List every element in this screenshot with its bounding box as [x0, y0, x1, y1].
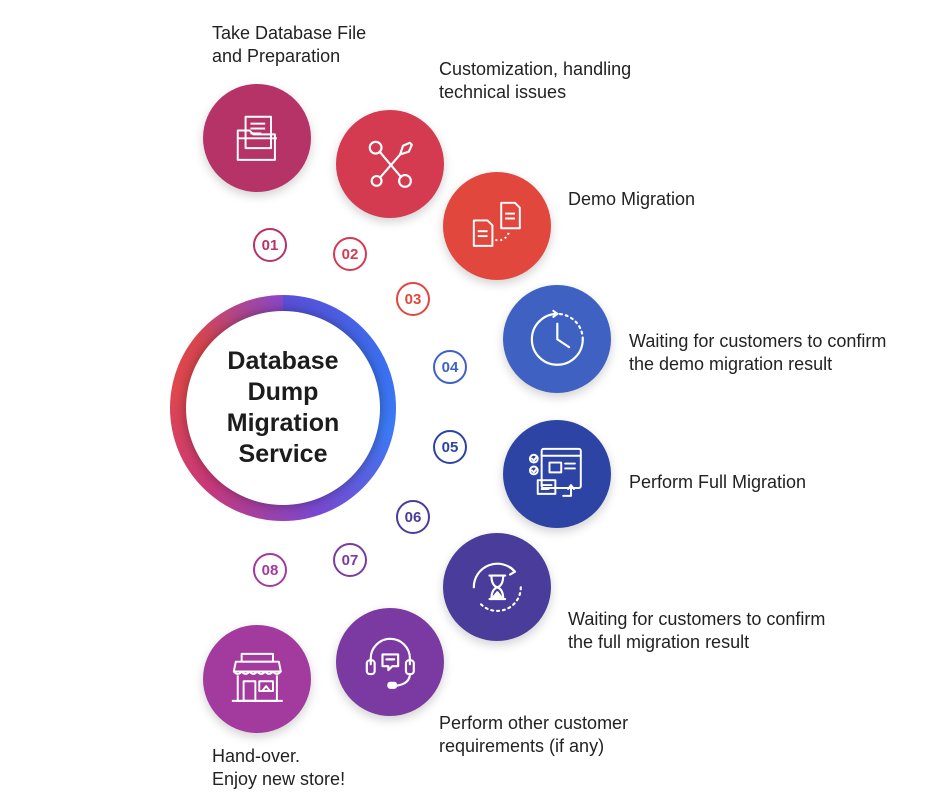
step-6-label: Waiting for customers to confirm the ful…: [568, 609, 826, 652]
center-ring: Database Dump Migration Service: [170, 295, 396, 521]
step-4-circle: [503, 285, 611, 393]
step-2-circle: [336, 110, 444, 218]
step-4-number: 04: [433, 350, 467, 384]
step-3-number: 03: [396, 282, 430, 316]
headset-support-icon: [365, 637, 415, 689]
step-7-number: 07: [333, 543, 367, 577]
step-5-label: Perform Full Migration: [629, 472, 807, 492]
hourglass-icon: [472, 562, 522, 612]
folder-documents-icon: [236, 115, 277, 161]
center-circle: Database Dump Migration Service: [186, 311, 380, 505]
clock-icon: [530, 309, 584, 366]
step-1-number: 01: [253, 228, 287, 262]
step-4-label: Waiting for customers to confirm the dem…: [629, 331, 887, 374]
step-1-circle: [203, 84, 311, 192]
step-5-circle: [503, 420, 611, 528]
step-8-label: Hand-over. Enjoy new store!: [212, 746, 346, 789]
step-3-label: Demo Migration: [568, 189, 696, 209]
storefront-icon: [231, 652, 283, 702]
step-5-number: 05: [433, 430, 467, 464]
file-transfer-icon: [472, 201, 521, 247]
step-7-circle: [336, 608, 444, 716]
wrench-screwdriver-icon: [368, 140, 413, 188]
step-2-number: 02: [333, 237, 367, 271]
step-8-number: 08: [253, 553, 287, 587]
step-2-label: Customization, handling technical issues: [439, 59, 632, 102]
step-3-circle: [443, 172, 551, 280]
step-8-circle: [203, 625, 311, 733]
step-7-label: Perform other customer requirements (if …: [439, 713, 629, 756]
dashboard-checklist-icon: [528, 447, 582, 497]
step-6-circle: [443, 533, 551, 641]
step-1-label: Take Database File and Preparation: [212, 23, 367, 66]
center-title: Database Dump Migration Service: [226, 347, 340, 468]
step-6-number: 06: [396, 500, 430, 534]
